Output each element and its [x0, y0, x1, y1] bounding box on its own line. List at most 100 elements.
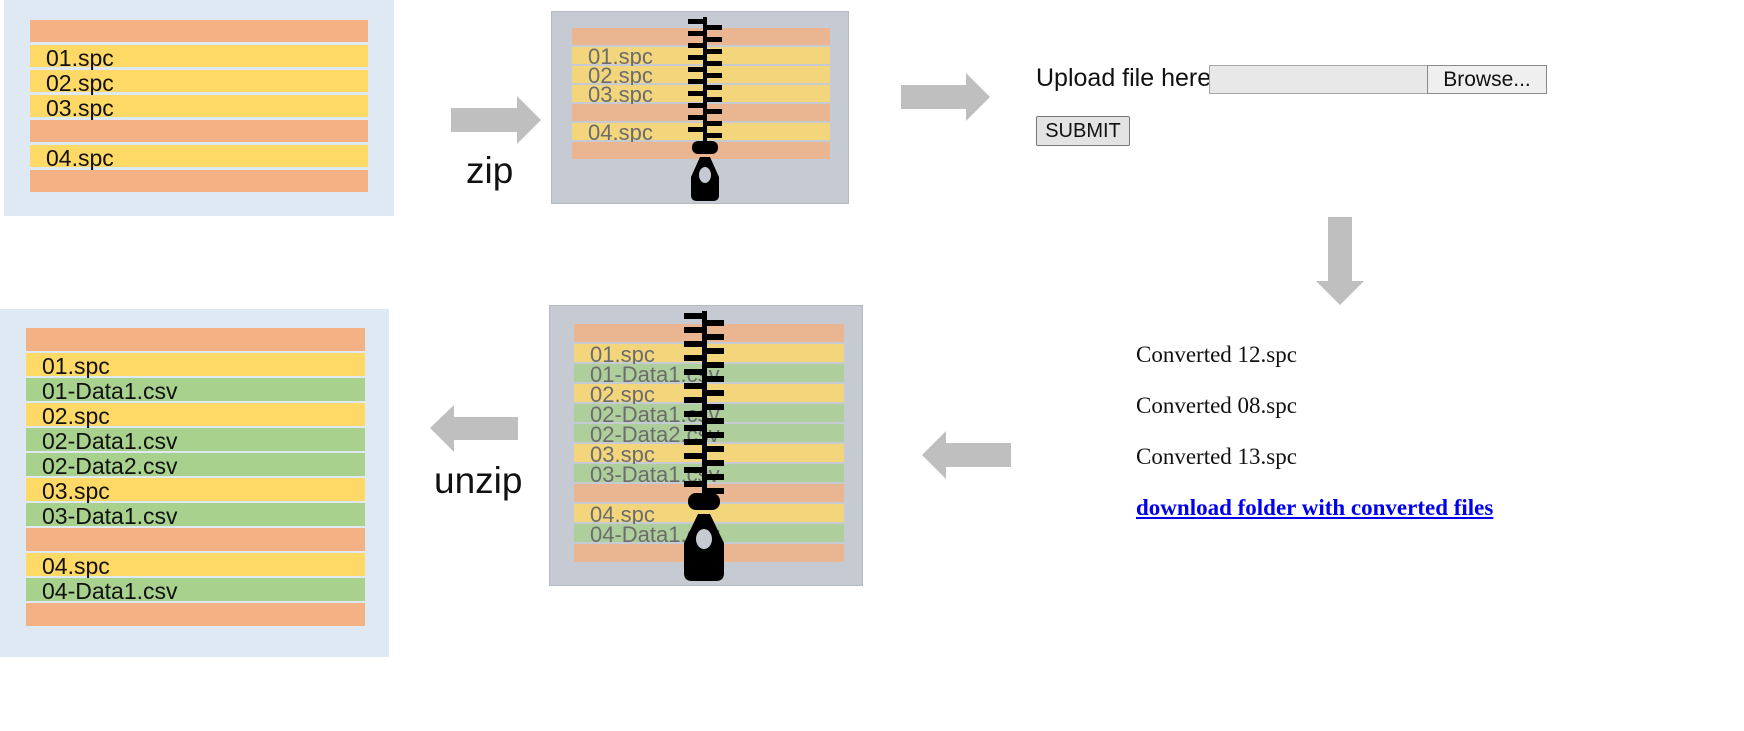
spc-file-name: 03.spc — [42, 478, 110, 504]
csv-file-name: 02-Data1.csv — [590, 402, 720, 427]
zipper-tooth — [705, 73, 722, 78]
spc-file-name: 02.spc — [46, 70, 114, 96]
browse-button[interactable]: Browse... — [1427, 65, 1547, 94]
folder-row — [30, 120, 368, 142]
csv-row: 01-Data1.csv — [26, 378, 365, 404]
arrow-left-icon — [922, 431, 1011, 479]
spc-file-name: 03.spc — [590, 442, 655, 467]
zipper-tooth — [704, 404, 724, 410]
zipper-tooth — [704, 418, 724, 424]
spc-row: 02.spc — [26, 403, 365, 429]
zipper-tooth — [684, 425, 704, 431]
submit-button[interactable]: SUBMIT — [1036, 116, 1130, 146]
conversion-result-line: Converted 12.spc — [1136, 342, 1297, 367]
csv-file-name: 04-Data1.csv — [42, 578, 178, 604]
folder-row — [30, 170, 368, 192]
zip-label: zip — [466, 150, 514, 191]
folder-row — [30, 20, 368, 42]
spc-row: 04.spc — [574, 504, 844, 526]
spc-file-name: 02.spc — [590, 382, 655, 407]
zipper-tooth — [684, 369, 704, 375]
zipper-tooth — [684, 453, 704, 459]
zipper-tooth — [688, 67, 705, 72]
csv-row: 02-Data1.csv — [26, 428, 365, 454]
zipper-tooth — [705, 25, 722, 30]
zipper-tooth — [704, 474, 724, 480]
zipper-tooth — [704, 320, 724, 326]
spc-file-name: 04.spc — [588, 120, 653, 145]
zipper-tooth — [684, 397, 704, 403]
csv-row: 04-Data1.csv — [26, 578, 365, 604]
csv-file-name: 01-Data1.csv — [42, 378, 178, 404]
zipper-tooth — [704, 348, 724, 354]
arrow-left-icon — [430, 405, 518, 452]
spc-row: 02.spc — [572, 63, 830, 88]
zipper-tooth — [704, 362, 724, 368]
file-path-field[interactable] — [1209, 65, 1428, 94]
spc-row: 02.spc — [30, 70, 368, 96]
spc-file-name: 02.spc — [588, 63, 653, 88]
zipper-tooth — [684, 481, 704, 487]
spc-file-name: 04.spc — [46, 145, 114, 171]
csv-row: 02-Data2.csv — [26, 453, 365, 479]
zipper-tooth — [705, 61, 722, 66]
zipper-tooth — [704, 446, 724, 452]
spc-row: 04.spc — [30, 145, 368, 171]
folder-row — [572, 104, 830, 121]
csv-row: 03-Data1.csv — [26, 503, 365, 529]
zipper-tooth — [688, 43, 705, 48]
zipper-tooth — [705, 37, 722, 42]
spc-file-name: 04.spc — [590, 502, 655, 527]
spc-file-name: 01.spc — [590, 342, 655, 367]
zipper-tooth — [684, 327, 704, 333]
spc-file-name: 03.spc — [588, 82, 653, 107]
zipper-tooth — [705, 109, 722, 114]
zipper-tooth — [684, 467, 704, 473]
zipper-tooth — [705, 49, 722, 54]
spc-file-name: 01.spc — [46, 45, 114, 71]
csv-file-name: 02-Data2.csv — [42, 453, 178, 479]
spc-file-name: 02.spc — [42, 403, 110, 429]
spc-file-name: 01.spc — [588, 44, 653, 69]
upload-label: Upload file here: — [1036, 64, 1219, 92]
zipper-tooth — [684, 341, 704, 347]
zipper-icon — [684, 311, 724, 581]
csv-file-name: 03-Data1.csv — [42, 503, 178, 529]
conversion-result-line: Converted 08.spc — [1136, 393, 1297, 418]
zipper-tooth — [705, 85, 722, 90]
zipper-tooth — [704, 432, 724, 438]
zipper-tooth — [704, 376, 724, 382]
unzip-label: unzip — [434, 460, 523, 501]
zipper-tooth — [684, 355, 704, 361]
zipper-tooth — [704, 390, 724, 396]
folder-row — [572, 28, 830, 45]
zipper-tooth — [704, 460, 724, 466]
zipper-tooth — [688, 19, 705, 24]
zipper-tooth — [684, 439, 704, 445]
zipper-tooth — [704, 488, 724, 494]
spc-row: 03.spc — [26, 478, 365, 504]
zipper-tooth — [705, 133, 722, 138]
zipper-tooth — [688, 115, 705, 120]
zipper-tooth — [688, 91, 705, 96]
spc-row: 01.spc — [30, 45, 368, 71]
zipper-tooth — [684, 411, 704, 417]
zipper-tooth — [688, 79, 705, 84]
zipper-tooth — [688, 55, 705, 60]
spc-row: 01.spc — [26, 353, 365, 379]
spc-file-name: 01.spc — [42, 353, 110, 379]
zipper-tooth — [684, 313, 704, 319]
zipper-tooth — [688, 103, 705, 108]
download-link[interactable]: download folder with converted files — [1136, 495, 1494, 520]
spc-row: 03.spc — [574, 444, 844, 466]
zipper-icon — [688, 17, 722, 201]
arrow-right-icon — [901, 73, 990, 121]
zipper-tooth — [705, 97, 722, 102]
spc-row: 04.spc — [26, 553, 365, 579]
folder-row — [26, 603, 365, 626]
zipper-tooth — [705, 121, 722, 126]
